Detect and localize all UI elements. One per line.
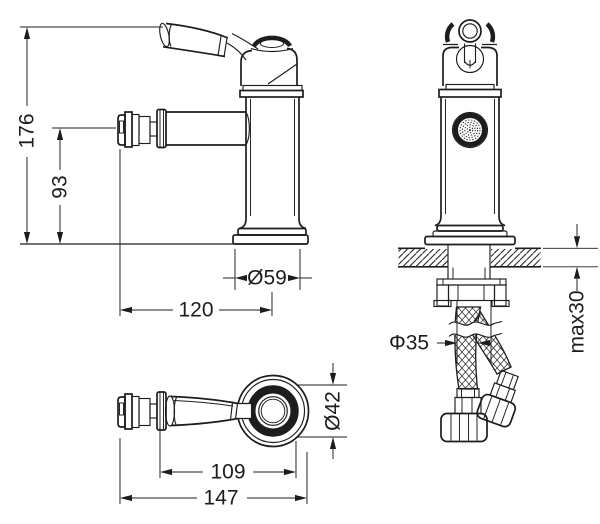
dim-overall-depth: 147 bbox=[120, 487, 307, 510]
front-handle-knob bbox=[443, 19, 497, 46]
mounting-hardware bbox=[433, 244, 510, 308]
side-handle-lever bbox=[159, 22, 259, 61]
top-rosette-ring bbox=[247, 385, 299, 437]
dim-lever-reach-label: 109 bbox=[210, 461, 245, 484]
side-base bbox=[232, 218, 309, 245]
dim-total-height: 176 bbox=[16, 27, 39, 244]
dim-overall-depth-label: 147 bbox=[203, 487, 238, 510]
dim-rosette-diameter-label: Ø42 bbox=[322, 391, 345, 431]
dim-deck-thickness-label: max30 bbox=[566, 290, 589, 353]
top-spout-tip bbox=[117, 391, 167, 431]
front-collar-band bbox=[438, 88, 502, 98]
dim-mounting-hole: Φ35 bbox=[389, 332, 491, 355]
supply-hoses bbox=[440, 306, 519, 443]
front-view bbox=[398, 19, 541, 443]
dim-spout-height: 93 bbox=[49, 128, 72, 244]
top-view bbox=[117, 374, 310, 448]
mounting-deck bbox=[398, 247, 541, 268]
side-body bbox=[245, 97, 300, 219]
dim-lever-reach: 109 bbox=[160, 461, 296, 484]
dim-deck-thickness: max30 bbox=[566, 224, 589, 354]
front-head bbox=[442, 43, 498, 86]
dim-spout-height-label: 93 bbox=[49, 175, 72, 198]
hose-left-nut bbox=[440, 387, 488, 443]
dim-spout-reach-label: 120 bbox=[178, 299, 213, 322]
front-base bbox=[424, 215, 516, 246]
dim-rosette-diameter: Ø42 bbox=[322, 363, 345, 459]
side-head bbox=[240, 35, 298, 86]
front-aerator-face bbox=[451, 111, 489, 149]
side-spout bbox=[117, 108, 250, 149]
dimensions: 176 93 Ø59 120 Φ35 bbox=[16, 26, 598, 510]
dim-mounting-hole-label: Φ35 bbox=[389, 332, 429, 355]
side-collar-band bbox=[239, 89, 304, 98]
top-lever bbox=[164, 395, 239, 427]
dim-total-height-label: 176 bbox=[16, 113, 39, 148]
side-view bbox=[117, 22, 309, 245]
dim-base-diameter-label: Ø59 bbox=[247, 267, 287, 290]
front-body bbox=[440, 97, 500, 216]
dim-spout-reach: 120 bbox=[120, 299, 272, 322]
dim-base-diameter: Ø59 bbox=[223, 267, 312, 290]
hose-right-nut bbox=[476, 369, 519, 428]
ext-lines bbox=[20, 26, 598, 504]
